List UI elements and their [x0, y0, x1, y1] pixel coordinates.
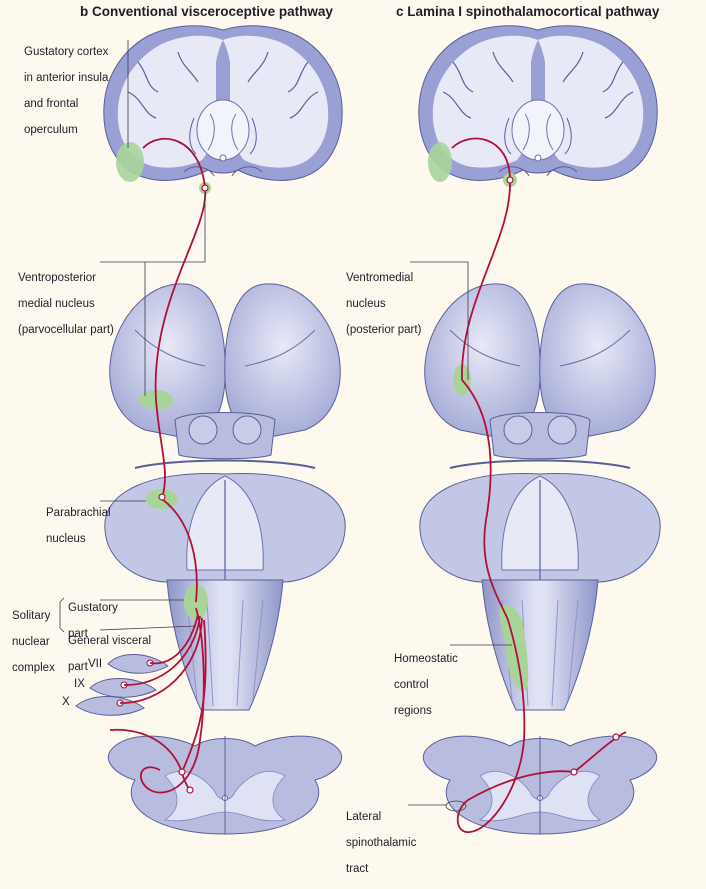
label-vpm-nucleus: Ventroposterior medial nucleus (parvocel… — [18, 272, 114, 336]
panel-b-pathway — [109, 138, 207, 794]
panel-b-gustatory-cortex-region — [116, 142, 144, 182]
panel-c-pathway — [451, 137, 627, 833]
panel-c-homeostatic-region — [499, 605, 529, 691]
label-general-visceral-part: General visceral part — [68, 635, 152, 673]
label-nerve-vii: VII — [88, 658, 103, 670]
label-nerve-ix: IX — [74, 678, 85, 690]
label-nerve-x: X — [62, 696, 70, 708]
panel-b-leader-lines — [59, 40, 206, 633]
panel-b-cranial-nerves — [75, 653, 169, 716]
panel-c-leader-lines — [408, 261, 512, 806]
panel-c-insula-region — [428, 142, 452, 182]
panel-c — [408, 25, 662, 835]
label-parabrachial-nucleus: Parabrachial nucleus — [46, 507, 111, 545]
panel-b-title: b Conventional visceroceptive pathway — [80, 4, 333, 19]
panel-c-brain-section — [418, 25, 658, 182]
label-ventromedial-nucleus: Ventromedial nucleus (posterior part) — [346, 272, 422, 336]
label-lateral-spinothalamic-tract: Lateral spinothalamic tract — [346, 811, 417, 875]
panel-c-title: c Lamina I spinothalamocortical pathway — [396, 4, 660, 19]
figure-canvas — [59, 25, 662, 835]
label-homeostatic-regions: Homeostatic control regions — [394, 653, 458, 717]
panel-b — [59, 25, 347, 835]
label-gustatory-cortex: Gustatory cortex in anterior insula and … — [24, 46, 109, 136]
label-solitary-complex: Solitary nuclear complex — [12, 610, 55, 674]
label-gustatory-part: Gustatory part — [68, 602, 118, 640]
